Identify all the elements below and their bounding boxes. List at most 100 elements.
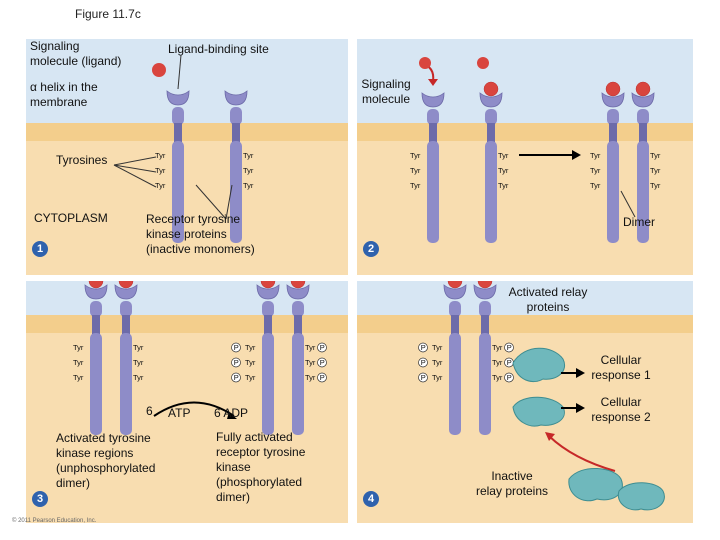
tyrosine-label: Tyr (243, 151, 254, 160)
receptor-cytoplasmic-domain (90, 333, 102, 435)
arrow-head (576, 403, 585, 413)
phosphate-label: P (234, 373, 239, 382)
ligand-binding-cup (256, 284, 280, 300)
inactive-relay-protein-2 (617, 482, 665, 511)
arrow-head (428, 79, 438, 86)
tyrosine-label: Tyr (650, 166, 661, 175)
ligand-binding-cup (286, 284, 310, 300)
step-2-badge: 2 (363, 241, 379, 257)
copyright-notice: © 2011 Pearson Education, Inc. (12, 518, 97, 524)
receptor-cytoplasmic-domain (120, 333, 132, 435)
tyrosine-label: Tyr (410, 151, 421, 160)
receptor-cytoplasmic-domain (172, 141, 184, 243)
ligand-molecule (290, 281, 306, 289)
receptor-extracellular-stalk (90, 301, 102, 317)
ligand-binding-cup (421, 92, 445, 108)
tyrosine-label: Tyr (432, 358, 443, 367)
alpha-helix-segment (429, 123, 437, 143)
phosphate-badge (418, 372, 428, 383)
ligand-binding-cup (166, 90, 190, 106)
receptor-extracellular-stalk (607, 109, 619, 125)
tyrosine-label: Tyr (432, 373, 443, 382)
relay-activation-arrow (548, 435, 616, 472)
tyrosine-label: Tyr (245, 358, 256, 367)
ligand-binding-cup (443, 284, 467, 300)
receptor-extracellular-stalk (262, 301, 274, 317)
step-3-badge: 3 (32, 491, 48, 507)
ligand-binding-cup (631, 92, 655, 108)
phosphate-label: P (507, 343, 512, 352)
receptor-cytoplasmic-domain (292, 333, 304, 435)
phosphate-badge (504, 372, 514, 383)
ligand-molecule (477, 281, 493, 289)
receptor-cytoplasmic-domain (427, 141, 439, 243)
phosphate-label: P (320, 373, 325, 382)
tyrosine-label: Tyr (245, 343, 256, 352)
tyrosine-label: Tyr (305, 373, 316, 382)
phosphate-badge (231, 342, 241, 353)
receptor-extracellular-stalk (637, 109, 649, 125)
receptor-extracellular-stalk (449, 301, 461, 317)
tyrosine-label: Tyr (492, 373, 503, 382)
tyrosine-label: Tyr (590, 166, 601, 175)
phosphorylation-arrow (153, 401, 235, 417)
atp-count: 6 (146, 404, 153, 418)
phosphate-label: P (421, 343, 426, 352)
tyrosine-label: Tyr (245, 373, 256, 382)
alpha-helix-segment (232, 123, 240, 143)
phosphate-label: P (320, 343, 325, 352)
dimer-label: Dimer (623, 215, 655, 229)
ligand-molecule (152, 63, 166, 77)
arrow-head (576, 368, 585, 378)
ligand-molecule (419, 57, 431, 69)
adp-label: 6 ADP (214, 406, 249, 420)
receptor-cytoplasmic-domain (262, 333, 274, 435)
atp-label: ATP (168, 406, 191, 420)
ligand-binding-cup (114, 284, 138, 300)
tyrosine-label: Tyr (432, 343, 443, 352)
alpha-helix-segment (481, 315, 489, 335)
tyrosines-label: Tyrosines (56, 153, 108, 167)
receptor-extracellular-stalk (292, 301, 304, 317)
tyrosine-label: Tyr (155, 181, 166, 190)
phosphate-badge (317, 342, 327, 353)
tyrosine-label: Tyr (492, 358, 503, 367)
ligand-binding-site-label: Ligand-binding site (168, 42, 269, 56)
activated-relay-protein-2 (512, 396, 565, 427)
tyrosine-label: Tyr (133, 358, 144, 367)
cytoplasm-label: CYTOPLASM (34, 211, 108, 225)
receptor-extracellular-stalk (485, 109, 497, 125)
ligand-molecule (477, 57, 489, 69)
alpha-helix-segment (487, 123, 495, 143)
step-1-badge: 1 (32, 241, 48, 257)
tyrosine-label: Tyr (410, 181, 421, 190)
ligand-molecule (260, 281, 276, 289)
receptor-cytoplasmic-domain (607, 141, 619, 243)
ligand-molecule (447, 281, 463, 289)
alpha-helix-segment (294, 315, 302, 335)
alpha-helix-segment (264, 315, 272, 335)
tyrosine-label: Tyr (243, 181, 254, 190)
tyrosine-label: Tyr (498, 166, 509, 175)
receptor-cytoplasmic-domain (485, 141, 497, 243)
ligand-binding-cup (224, 90, 248, 106)
tyrosine-label: Tyr (73, 358, 84, 367)
receptor-cytoplasmic-domain (449, 333, 461, 435)
phosphate-badge (418, 357, 428, 368)
tyrosine-label: Tyr (155, 166, 166, 175)
tyrosine-label: Tyr (305, 358, 316, 367)
